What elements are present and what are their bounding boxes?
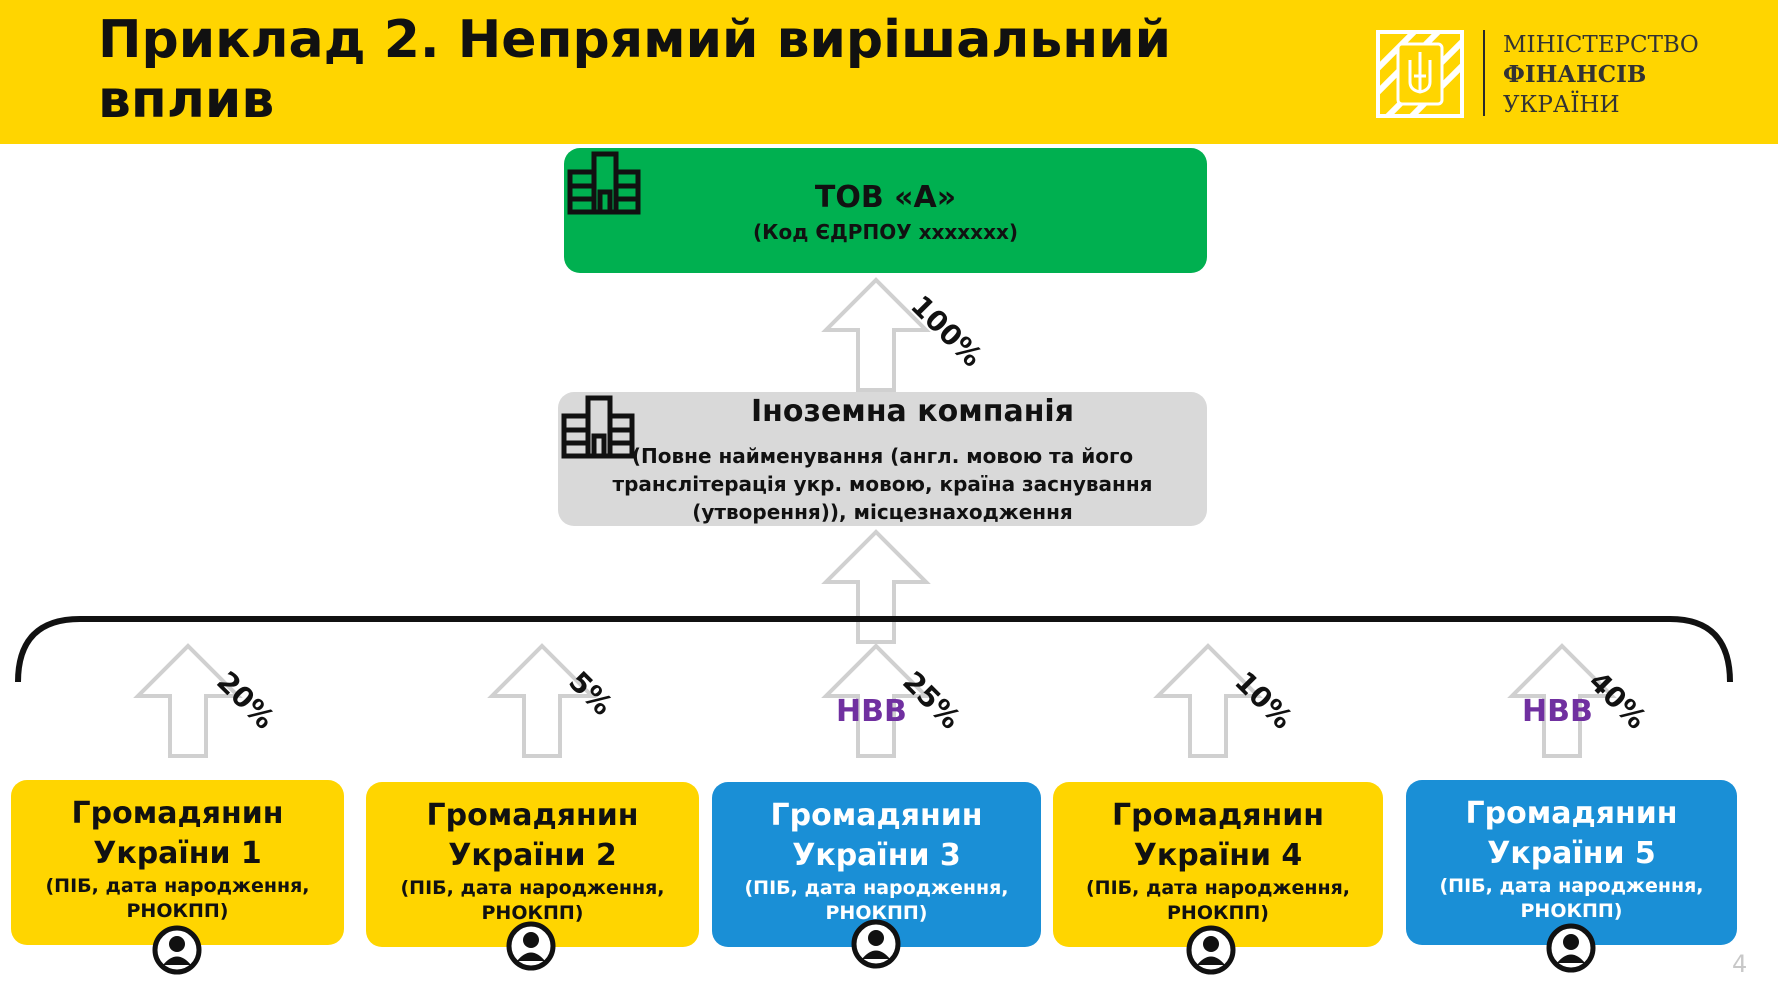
company-a-box: ТОВ «А» (Код ЄДРПОУ ххххххх)	[564, 148, 1207, 273]
citizen-name: Громадянин України 5	[1465, 796, 1678, 871]
citizen-box-2: Громадянин України 2 (ПІБ, дата народжен…	[366, 782, 699, 947]
header-bar: Приклад 2. Непрямий вирішальний вплив МІ…	[0, 0, 1778, 144]
citizen-box-5: Громадянин України 5 (ПІБ, дата народжен…	[1406, 780, 1737, 945]
ministry-line-3: УКРАЇНИ	[1503, 92, 1620, 118]
company-a-name: ТОВ «А»	[814, 180, 957, 215]
nvv-badge-citizen-3: НВВ	[836, 694, 907, 729]
citizen-name: Громадянин України 1	[71, 796, 284, 871]
page-title: Приклад 2. Непрямий вирішальний вплив	[98, 10, 1172, 130]
person-icon	[155, 928, 199, 972]
foreign-company-name: Іноземна компанія	[751, 394, 1074, 429]
person-icon	[854, 922, 898, 966]
building-icon	[567, 151, 641, 215]
bracket-line	[15, 616, 1733, 683]
logo-divider	[1483, 30, 1485, 116]
ministry-line-1: МІНІСТЕРСТВО	[1503, 32, 1699, 58]
citizen-details: (ПІБ, дата народження, РНОКПП)	[744, 877, 1009, 924]
ministry-line-2: ФІНАНСІВ	[1503, 61, 1647, 88]
citizen-name: Громадянин України 2	[426, 798, 639, 873]
company-a-code: (Код ЄДРПОУ ххххххх)	[752, 220, 1019, 244]
citizen-box-1: Громадянин України 1 (ПІБ, дата народжен…	[11, 780, 344, 945]
nvv-badge-citizen-5: НВВ	[1522, 694, 1593, 729]
foreign-company-box: Іноземна компанія (Повне найменування (а…	[558, 392, 1207, 526]
citizen-details: (ПІБ, дата народження, РНОКПП)	[1439, 875, 1704, 922]
ministry-name: МІНІСТЕРСТВО ФІНАНСІВ УКРАЇНИ	[1503, 30, 1699, 120]
citizen-name: Громадянин України 4	[1112, 798, 1324, 873]
citizen-box-3: Громадянин України 3 (ПІБ, дата народжен…	[712, 782, 1041, 947]
person-icon	[1189, 928, 1233, 972]
citizen-box-4: Громадянин України 4 (ПІБ, дата народжен…	[1053, 782, 1383, 947]
person-icon	[1549, 926, 1593, 970]
citizen-name: Громадянин України 3	[770, 798, 983, 873]
citizen-details: (ПІБ, дата народження, РНОКПП)	[1086, 877, 1350, 924]
building-icon	[561, 395, 635, 459]
ministry-emblem-icon	[1376, 30, 1464, 118]
foreign-company-description: (Повне найменування (англ. мовою та його…	[612, 444, 1153, 524]
page-number: 4	[1732, 950, 1748, 978]
person-icon	[509, 924, 553, 968]
citizen-details: (ПІБ, дата народження, РНОКПП)	[45, 875, 310, 922]
citizen-details: (ПІБ, дата народження, РНОКПП)	[400, 877, 665, 924]
